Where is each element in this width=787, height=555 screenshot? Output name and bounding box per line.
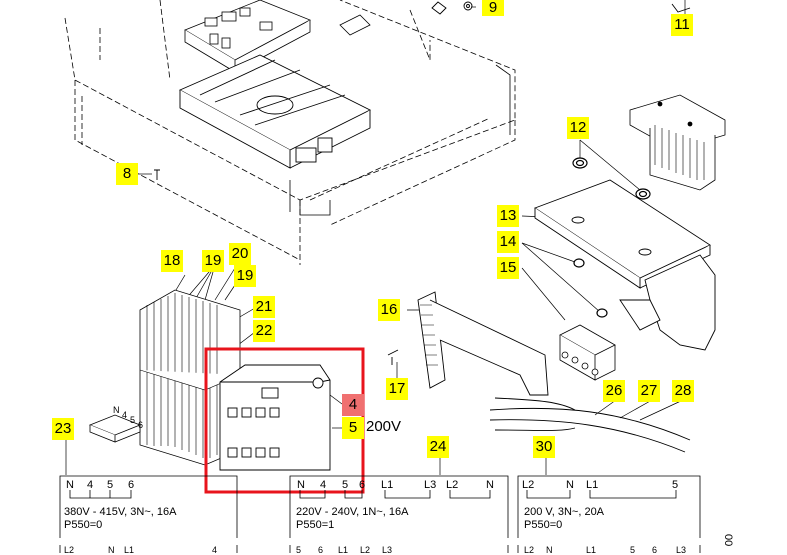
box3-term-5: 5 bbox=[672, 479, 679, 491]
bottom-mid-5: 5 bbox=[296, 545, 302, 555]
cover-plate bbox=[534, 179, 716, 351]
bottom-mid-l3: L3 bbox=[382, 545, 393, 555]
washers bbox=[572, 157, 651, 318]
box1-term-4: 4 bbox=[87, 479, 94, 491]
control-board bbox=[184, 0, 371, 73]
box1-rating: 380V - 415V, 3N~, 16A bbox=[64, 506, 177, 518]
bottom-left-l1: L1 bbox=[124, 545, 135, 555]
box3-rating: 200 V, 3N~, 20A bbox=[524, 506, 605, 518]
terminal-connector bbox=[559, 324, 616, 381]
terminal-block bbox=[88, 414, 142, 443]
contactor bbox=[219, 364, 331, 471]
bottom-mid-l1: L1 bbox=[338, 545, 349, 555]
callout-19: 19 bbox=[202, 250, 224, 272]
bottom-right-l1: L1 bbox=[586, 545, 597, 555]
side-number: 00 bbox=[722, 534, 734, 547]
callout-19-second: 19 bbox=[234, 265, 256, 287]
callout-13: 13 bbox=[497, 205, 519, 227]
callout-28: 28 bbox=[672, 380, 694, 402]
bottom-right-5: 5 bbox=[630, 545, 636, 555]
callout-8: 8 bbox=[116, 163, 138, 185]
callout-15: 15 bbox=[497, 257, 519, 279]
bottom-left-l2: L2 bbox=[64, 545, 75, 555]
mounting-bracket bbox=[417, 291, 549, 396]
box2-term-6: 6 bbox=[359, 479, 366, 491]
box1-term-n: N bbox=[66, 479, 74, 491]
switch-block bbox=[629, 94, 726, 191]
mounting-tray bbox=[178, 54, 372, 169]
box2-term-l3: L3 bbox=[424, 479, 437, 491]
block23-label-n: N bbox=[113, 405, 120, 415]
callout-16: 16 bbox=[378, 299, 400, 321]
wiring-boxes bbox=[59, 475, 701, 553]
callout-27: 27 bbox=[638, 380, 660, 402]
callout-26: 26 bbox=[603, 380, 625, 402]
callout-12: 12 bbox=[567, 117, 589, 139]
box1-parameter: P550=0 bbox=[64, 519, 103, 531]
callout-30: 30 bbox=[533, 436, 555, 458]
box2-parameter: P550=1 bbox=[296, 519, 335, 531]
box1-term-6: 6 bbox=[128, 479, 135, 491]
terminal-strip bbox=[139, 289, 241, 466]
cabinet-frame bbox=[64, 0, 516, 265]
box3-term-l1: L1 bbox=[586, 479, 599, 491]
box1-term-5: 5 bbox=[107, 479, 114, 491]
voltage-label: 200V bbox=[366, 418, 402, 435]
callout-24: 24 bbox=[427, 436, 449, 458]
box3-term-n: N bbox=[566, 479, 574, 491]
callout-22: 22 bbox=[253, 320, 275, 342]
cable bbox=[489, 397, 691, 453]
box2-term-4: 4 bbox=[320, 479, 327, 491]
bottom-right-n: N bbox=[546, 545, 553, 555]
box2-term-5: 5 bbox=[342, 479, 349, 491]
callout-17: 17 bbox=[386, 378, 408, 400]
box3-parameter: P550=0 bbox=[524, 519, 563, 531]
callout-23: 23 bbox=[52, 418, 74, 440]
bottom-mid-l2: L2 bbox=[360, 545, 371, 555]
callout-5: 5 bbox=[342, 417, 364, 439]
block23-label-6: 6 bbox=[138, 420, 144, 430]
bottom-left-4: 4 bbox=[212, 545, 218, 555]
callout-9: 9 bbox=[482, 0, 504, 16]
box2-term-n2: N bbox=[486, 479, 494, 491]
box2-term-n: N bbox=[297, 479, 305, 491]
callout-4: 4 bbox=[342, 394, 364, 416]
bottom-right-6: 6 bbox=[652, 545, 658, 555]
bottom-mid-6: 6 bbox=[318, 545, 324, 555]
bottom-left-n: N bbox=[108, 545, 115, 555]
screws bbox=[154, 1, 691, 365]
box2-term-l1: L1 bbox=[381, 479, 394, 491]
bottom-right-l2: L2 bbox=[524, 545, 535, 555]
block23-label-4: 4 bbox=[122, 410, 128, 420]
cabinet-frame-solid bbox=[289, 64, 511, 216]
callout-14: 14 bbox=[497, 231, 519, 253]
callout-21: 21 bbox=[253, 296, 275, 318]
box2-rating: 220V - 240V, 1N~, 16A bbox=[296, 506, 409, 518]
callout-18: 18 bbox=[161, 250, 183, 272]
callout-20: 20 bbox=[229, 243, 251, 265]
bottom-right-l3: L3 bbox=[676, 545, 687, 555]
box2-term-l2: L2 bbox=[446, 479, 459, 491]
block23-label-5: 5 bbox=[130, 415, 136, 425]
callout-11: 11 bbox=[671, 14, 693, 36]
box3-term-l2: L2 bbox=[522, 479, 535, 491]
